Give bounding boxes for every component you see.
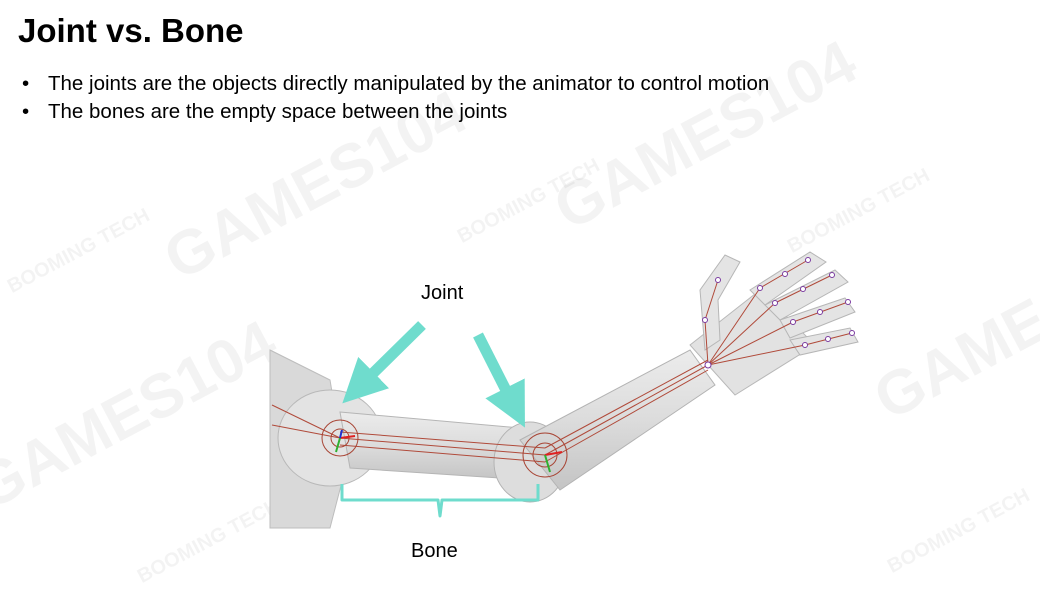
slide-title: Joint vs. Bone (18, 12, 244, 49)
thumb-mesh (699, 254, 741, 351)
bullet-dot: • (22, 72, 30, 95)
elbow-joint (522, 432, 568, 478)
bullet-dot: • (22, 100, 30, 123)
bone-label: Bone (411, 540, 458, 562)
bullet-text: The joints are the objects directly mani… (48, 72, 770, 95)
bullet-list: • The joints are the objects directly ma… (18, 70, 769, 126)
finger-mesh (764, 269, 849, 321)
shoulder-joint (321, 419, 359, 457)
arm-skeleton-illustration (269, 251, 859, 529)
hand-joints (702, 257, 855, 369)
arrow-to-elbow (473, 332, 525, 428)
finger-mesh (779, 297, 856, 339)
bullet-text: The bones are the empty space between th… (48, 100, 508, 123)
bone-bracket (340, 484, 540, 518)
joint-arrows (342, 321, 525, 428)
joint-label: Joint (421, 282, 464, 304)
finger-mesh (749, 251, 827, 306)
arrow-to-shoulder (342, 321, 426, 404)
forearm-mesh (519, 349, 716, 491)
bullet-item-joints: • The joints are the objects directly ma… (18, 70, 769, 98)
bullet-item-bones: • The bones are the empty space between … (18, 98, 769, 126)
finger-mesh (789, 327, 859, 356)
